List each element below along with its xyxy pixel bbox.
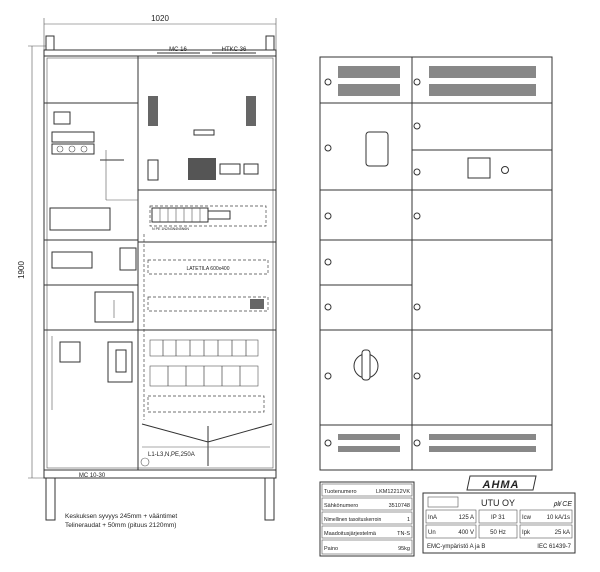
standard-text: IEC 61439-7 [537,544,571,550]
panel-meter [467,157,491,179]
spec-label: Nimellinen tasoituskerroin [324,517,381,523]
rating-label: InA [428,515,437,521]
rating-label: Icw [522,515,532,521]
rating-value: 10 kA/1s [547,515,570,521]
spec-value: 95kg [398,546,410,552]
spec-label: Tuotenumero [324,489,357,495]
rating-value: 25 kA [555,530,570,536]
main-switch-handle [353,349,379,381]
width-dimension: 1020 [151,14,169,23]
door-lock-icons [324,78,421,447]
spec-value: TN-S [397,531,410,537]
front-view [319,56,553,471]
top-label-htkc: HTKC 36 [222,47,247,53]
top-label-mc: MC 16 [169,47,187,53]
rating-value: 125 A [459,515,474,521]
bottom-label: MC 10-30 [79,473,106,479]
company-name: UTU OY [481,498,515,508]
note-depth: Keskuksen syvyys 245mm + vääntimet [65,513,177,520]
meter-area-label: LATETILA 600x400 [187,266,230,272]
ahma-logo [466,475,537,491]
rating-label: Un [428,530,436,536]
height-dimension: 1900 [17,261,26,279]
emc-text: EMC-ympäristö A ja B [427,544,485,550]
rating-value: 50 Hz [490,530,506,536]
internal-layout-view: 1020 1900 MC 16 HTKC 36 [17,14,277,529]
spec-label: Sähkönumero [324,503,358,509]
spec-table: Tuotenumero LKM12212VK Sähkönumero 35107… [319,481,415,557]
spec-value: LKM12212VK [376,489,410,495]
nameplate: AHMA UTU OY ㎺ CE InA 125 A IP 31 Icw 10 … [422,475,576,554]
note-rails: Telineraudat + 50mm (pituus 2120mm) [65,522,176,529]
meter-window [365,131,389,167]
logo-text: AHMA [482,479,520,491]
spec-value: 3510748 [389,503,410,509]
busbar-label: L1-L3,N,PE,250A [148,452,195,458]
certification-marks: ㎺ CE [553,500,572,508]
rating-value: 400 V [458,530,474,536]
rating-label: Ipk [522,530,531,536]
spec-value: 1 [407,517,410,523]
spec-label: Maadoitusjärjestelmä [324,531,377,537]
rating-value: IP 31 [491,515,506,521]
terminal-labels: N PE 1N2N3N4N5N6N [152,227,189,231]
spec-label: Paino [324,546,338,552]
